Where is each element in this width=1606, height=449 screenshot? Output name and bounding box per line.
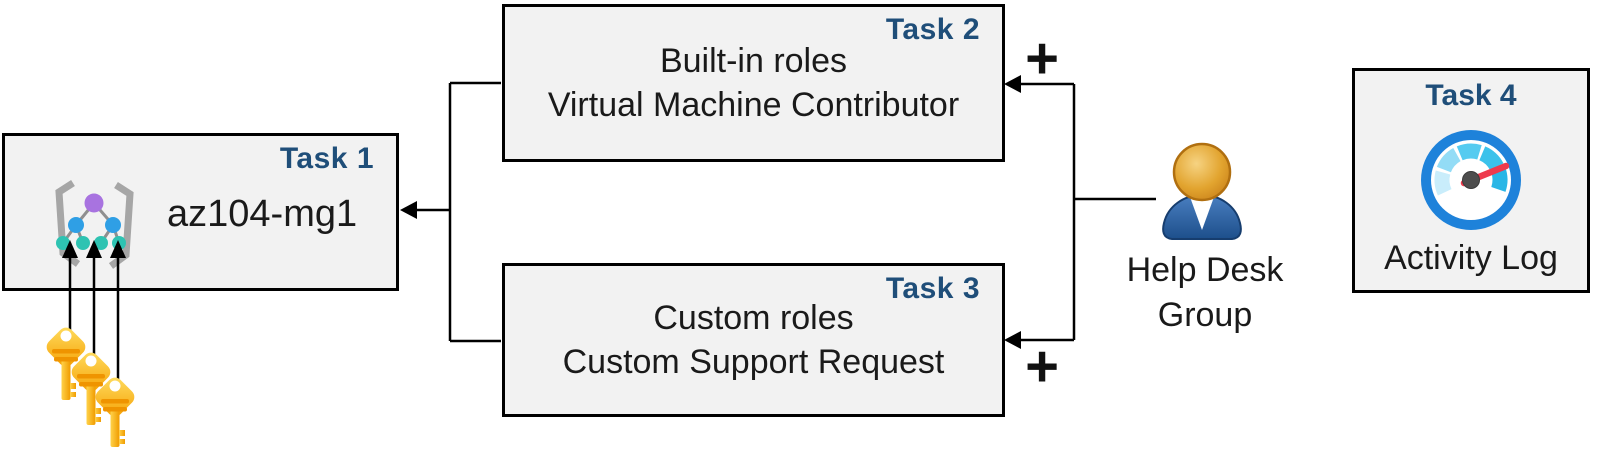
management-group-name: az104-mg1 xyxy=(167,193,358,235)
task1-box: Task 1 az104-mg1 xyxy=(2,133,399,291)
management-group-icon xyxy=(55,180,134,269)
task2-line1: Built-in roles xyxy=(659,42,848,80)
task4-badge: Task 4 xyxy=(1425,79,1517,112)
task3-badge: Task 3 xyxy=(885,272,980,305)
arrowhead-into-task1 xyxy=(400,201,417,219)
task3-line2: Custom Support Request xyxy=(562,343,945,381)
task2-line2: Virtual Machine Contributor xyxy=(547,86,960,124)
helpdesk-label-line2: Group xyxy=(1157,296,1253,334)
key-icon-3 xyxy=(95,377,135,447)
plus-icon-bottom: + xyxy=(1025,334,1059,399)
plus-icon-top: + xyxy=(1025,26,1059,91)
task1-badge: Task 1 xyxy=(279,142,374,175)
task4-caption: Activity Log xyxy=(1384,239,1558,277)
task2-badge: Task 2 xyxy=(885,13,980,46)
task2-box: Task 2 Built-in roles Virtual Machine Co… xyxy=(502,4,1005,162)
person-icon xyxy=(1162,142,1242,240)
helpdesk-label-line1: Help Desk xyxy=(1126,251,1284,289)
keys-icon xyxy=(46,327,135,447)
branch-task1-to-roles xyxy=(412,81,501,343)
task2-text: Built-in roles Virtual Machine Contribut… xyxy=(505,7,1002,159)
task3-text: Custom roles Custom Support Request xyxy=(505,266,1002,414)
gauge-activity-log-icon xyxy=(1421,130,1521,230)
task4-box: Task 4 Activity Log xyxy=(1352,68,1590,293)
task3-box: Task 3 Custom roles Custom Support Reque… xyxy=(502,263,1005,417)
key-icon-1 xyxy=(46,327,86,400)
helpdesk-group-label: Help Desk Group xyxy=(1105,248,1305,338)
task3-line1: Custom roles xyxy=(653,299,854,337)
key-icon-2 xyxy=(71,352,111,425)
